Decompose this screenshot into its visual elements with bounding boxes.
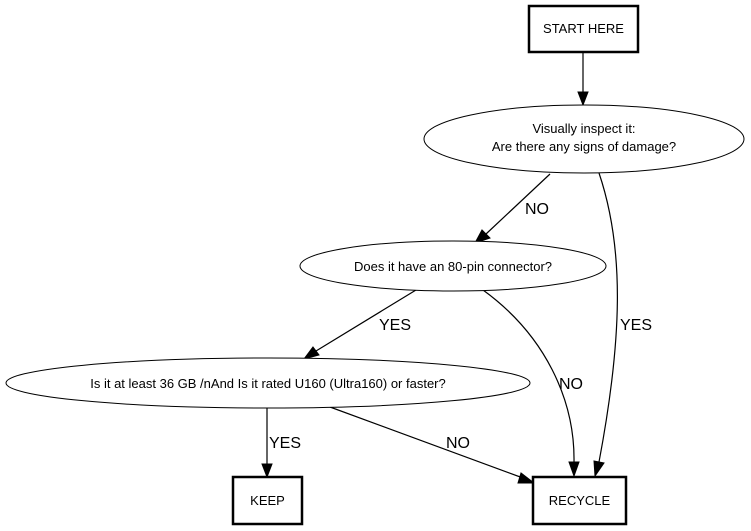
edge-connector-to-recycle: NO: [482, 289, 583, 478]
edge-start-to-inspect: [577, 53, 589, 107]
arrowhead: [593, 460, 605, 478]
edge-label-yes: YES: [379, 317, 411, 334]
arrowhead: [568, 461, 580, 478]
node-recycle: RECYCLE: [531, 475, 628, 526]
edge-inspect-to-connector: NO: [473, 173, 551, 244]
edge-label-yes: YES: [620, 317, 652, 334]
edge-connector-to-capacity: YES: [302, 289, 417, 360]
arrowhead: [517, 472, 536, 484]
node-inspect: Visually inspect it: Are there any signs…: [423, 104, 745, 174]
node-start: START HERE: [527, 4, 640, 54]
edge-label-yes: YES: [269, 435, 301, 452]
node-connector: Does it have an 80-pin connector?: [299, 240, 607, 292]
node-recycle-label: RECYCLE: [549, 493, 611, 508]
node-inspect-ellipse: [423, 104, 745, 174]
node-capacity-ellipse: [5, 357, 531, 409]
arrowhead: [577, 91, 589, 107]
edge-label-no: NO: [559, 376, 583, 393]
node-start-box: [527, 4, 640, 54]
node-keep: KEEP: [231, 475, 304, 526]
node-connector-label: Does it have an 80-pin connector?: [354, 259, 552, 274]
arrowhead: [473, 229, 491, 244]
edge-capacity-to-keep: YES: [261, 408, 301, 479]
node-capacity: Is it at least 36 GB /nAnd Is it rated U…: [5, 357, 531, 409]
edge-label-no: NO: [446, 435, 470, 452]
node-inspect-line2: Are there any signs of damage?: [492, 139, 676, 154]
node-recycle-box: [531, 475, 628, 526]
arrowhead: [302, 346, 320, 360]
node-start-label: START HERE: [543, 21, 624, 36]
edge-label-no: NO: [525, 201, 549, 218]
node-capacity-label: Is it at least 36 GB /nAnd Is it rated U…: [90, 376, 446, 391]
edge-inspect-to-recycle: YES: [593, 172, 652, 478]
node-keep-label: KEEP: [250, 493, 285, 508]
edge-capacity-to-recycle: NO: [329, 406, 536, 484]
node-inspect-line1: Visually inspect it:: [532, 121, 635, 136]
arrowhead: [261, 463, 273, 479]
node-connector-ellipse: [299, 240, 607, 292]
node-keep-box: [231, 475, 304, 526]
